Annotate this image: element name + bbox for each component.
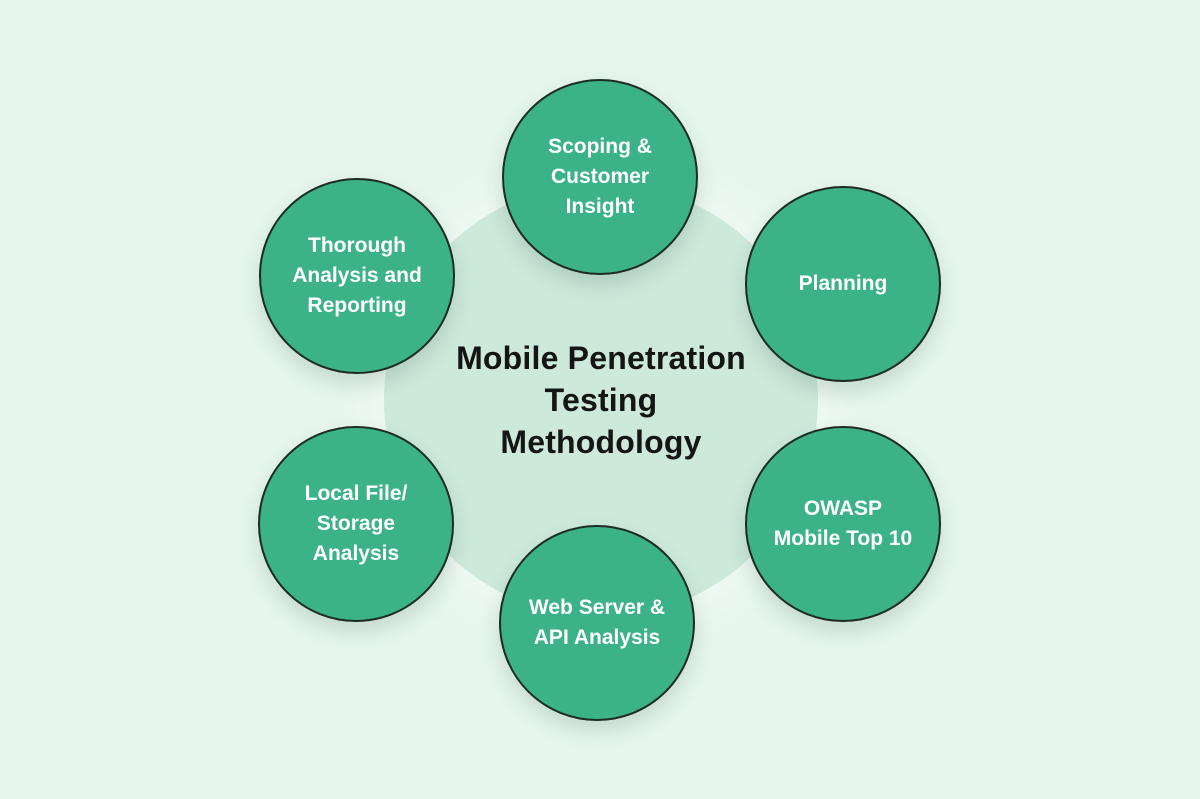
node-planning: Planning — [745, 186, 941, 382]
node-label-scoping-customer-insight: Scoping & Customer Insight — [548, 135, 652, 218]
node-label-owasp-mobile-top-10: OWASP Mobile Top 10 — [773, 497, 913, 550]
node-label-web-server-api-analysis: Web Server & API Analysis — [528, 596, 666, 649]
node-label-planning: Planning — [798, 272, 888, 295]
node-label-local-file-storage-analysis: Local File/ Storage Analysis — [304, 482, 408, 565]
node-web-server-api-analysis: Web Server & API Analysis — [499, 525, 695, 721]
node-label-thorough-analysis-reporting: Thorough Analysis and Reporting — [292, 234, 422, 317]
node-thorough-analysis-reporting: Thorough Analysis and Reporting — [259, 178, 455, 374]
node-local-file-storage-analysis: Local File/ Storage Analysis — [258, 426, 454, 622]
node-owasp-mobile-top-10: OWASP Mobile Top 10 — [745, 426, 941, 622]
node-scoping-customer-insight: Scoping & Customer Insight — [502, 79, 698, 275]
diagram-title: Mobile Penetration Testing Methodology — [456, 340, 746, 460]
